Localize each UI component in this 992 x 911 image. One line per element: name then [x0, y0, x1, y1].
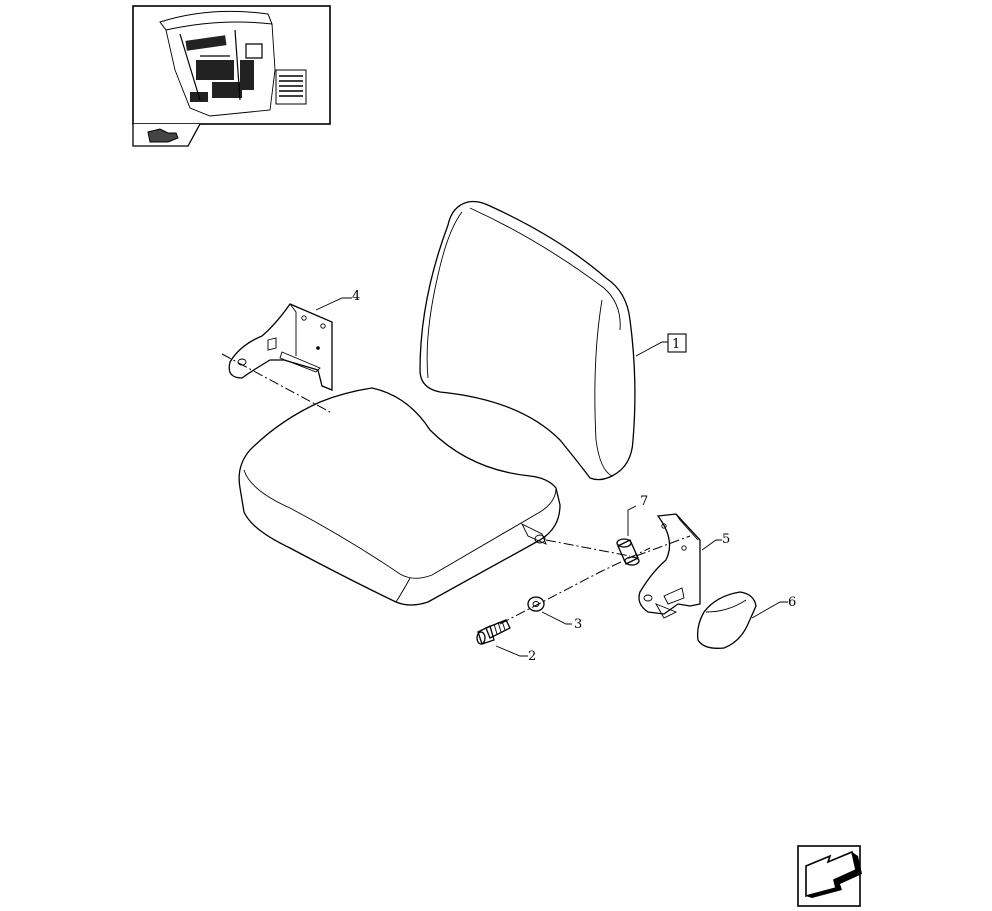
leader-lines — [315, 297, 788, 657]
callout-box-part-1 — [667, 333, 687, 353]
right-bracket — [638, 513, 701, 619]
bolt — [476, 619, 511, 645]
washer — [527, 596, 545, 612]
next-page-arrow-icon[interactable] — [797, 845, 862, 907]
callout-part-6[interactable]: 6 — [788, 595, 796, 610]
hand-pointer-icon[interactable] — [132, 123, 201, 147]
seat-backrest — [419, 200, 636, 481]
callout-part-1[interactable]: 1 — [672, 337, 680, 352]
callout-part-2[interactable]: 2 — [528, 649, 536, 664]
bushing — [616, 538, 640, 566]
callout-part-5[interactable]: 5 — [722, 532, 730, 547]
callout-part-3[interactable]: 3 — [574, 617, 582, 632]
left-bracket — [228, 303, 333, 391]
seat-cushion — [238, 387, 561, 606]
cab-thumbnail-icon[interactable] — [132, 5, 331, 125]
callout-part-7[interactable]: 7 — [640, 494, 648, 509]
assembly-axes — [221, 353, 691, 625]
lever-knob — [696, 591, 757, 649]
callout-part-4[interactable]: 4 — [352, 289, 360, 304]
